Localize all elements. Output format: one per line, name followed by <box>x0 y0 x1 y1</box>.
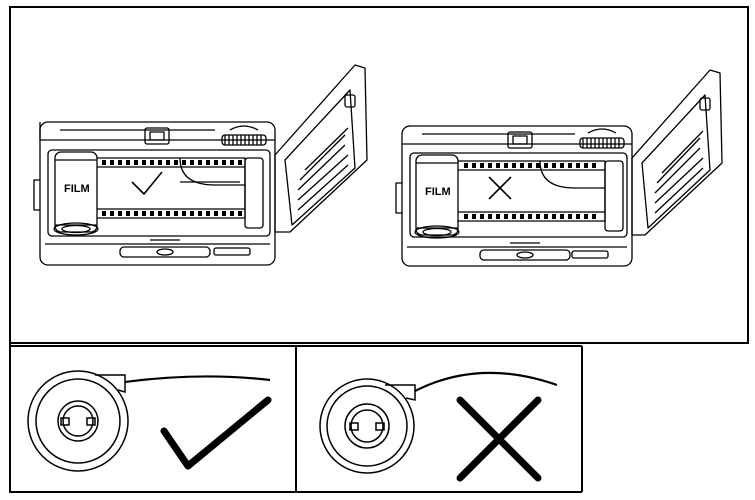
cross-mark-icon <box>488 176 512 200</box>
winding-dial <box>221 125 267 146</box>
film-label: FILM <box>425 186 451 198</box>
canister-illustration-incorrect <box>319 371 558 482</box>
canister-outer-rim <box>319 378 415 474</box>
viewfinder-hump <box>144 127 170 145</box>
canister-spool-core <box>62 405 94 437</box>
film-canister <box>53 151 99 236</box>
check-mark-icon <box>131 171 163 195</box>
canister-spool-core <box>350 409 384 443</box>
check-mark-icon <box>160 396 272 470</box>
film-chamber <box>47 149 271 237</box>
film-perforations-bottom <box>464 214 596 219</box>
film-canister <box>414 154 460 239</box>
canister-tab <box>95 374 126 393</box>
film-perforations-top <box>464 163 596 168</box>
canister-inner-rim <box>35 378 121 464</box>
canister-illustration-correct <box>27 370 272 472</box>
film-perforations-bottom <box>102 211 242 216</box>
camera-back-door <box>274 64 368 233</box>
film-chamber <box>409 152 628 238</box>
film-strip <box>97 157 246 219</box>
film-leader-curled <box>414 371 558 392</box>
camera-back-door <box>631 69 723 236</box>
camera-bottom-plate <box>45 239 270 258</box>
take-up-spool <box>539 160 624 232</box>
canister-spool-ring <box>57 400 99 442</box>
camera-illustration-incorrect: FILM <box>395 69 723 267</box>
camera-illustration-correct: FILM <box>33 64 368 266</box>
cross-mark-icon <box>456 396 542 482</box>
viewfinder-hump <box>507 131 533 149</box>
take-up-spool <box>179 157 264 229</box>
film-strip <box>458 160 606 222</box>
canister-outer-rim <box>27 370 129 472</box>
spool-slot-left <box>60 417 70 426</box>
camera-top-plate <box>39 122 275 141</box>
canister-tab <box>385 384 416 401</box>
canister-inner-rim <box>326 385 408 467</box>
film-label: FILM <box>64 183 90 195</box>
spool-slot-left <box>349 422 359 431</box>
side-latch <box>395 182 402 214</box>
canister-spool-ring <box>344 403 390 449</box>
side-latch <box>33 179 40 211</box>
figure-frame <box>9 6 749 493</box>
spool-slot-right <box>375 422 385 431</box>
film-leader-flat <box>124 375 271 384</box>
camera-bottom-plate <box>407 242 627 261</box>
winding-dial <box>579 128 625 149</box>
film-perforations-top <box>102 160 242 165</box>
spool-slot-right <box>86 417 96 426</box>
